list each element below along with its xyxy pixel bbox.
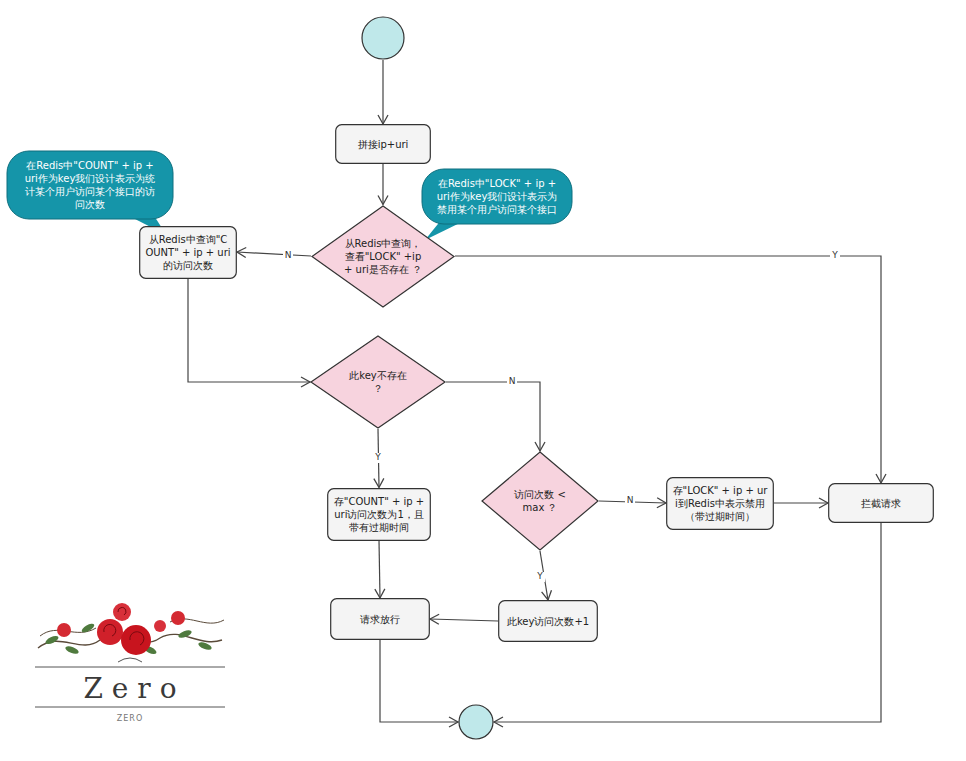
rose <box>121 625 151 655</box>
process-box: 存"COUNT" + ip + uri访问次数为1，且带有过期时间 <box>327 488 431 541</box>
logo-wordmark: Z e r o <box>84 672 177 705</box>
leaf <box>177 629 192 639</box>
divider <box>35 667 225 668</box>
edge-label: Y <box>373 453 383 463</box>
logo-subtitle: ZERO <box>117 714 143 723</box>
node-text: 在Redis中"LOCK" + ip + uri作为key我们设计表示为禁用某个… <box>436 177 558 216</box>
leaf <box>44 634 59 645</box>
edge-label: N <box>625 496 636 506</box>
end-circle <box>458 704 494 740</box>
node-text: 在Redis中"COUNT" + ip + uri作为key我们设计表示为统计某… <box>22 159 158 211</box>
node-text: 此key访问次数+1 <box>503 615 593 628</box>
edge-label: N <box>507 377 518 387</box>
end-circle-outline <box>458 704 494 740</box>
callout-body <box>7 151 173 219</box>
node-text: 请求放行 <box>336 613 424 626</box>
node-text: 拼接ip+uri <box>341 138 425 151</box>
box-outline <box>331 599 430 640</box>
flow-arrow <box>237 252 311 256</box>
decision-diamond: 从Redis中查询，查看"LOCK" +ip + uri是否存在 ？ <box>311 205 455 308</box>
node-text: 此key不存在 ？ <box>347 369 409 395</box>
flow-arrow <box>382 164 383 205</box>
start-circle <box>361 16 405 60</box>
box-outline <box>336 125 431 164</box>
process-box: 拦截请求 <box>828 483 934 523</box>
node-text: 存"COUNT" + ip + uri访问次数为1，且带有过期时间 <box>333 495 425 534</box>
process-box: 此key访问次数+1 <box>498 600 598 642</box>
ornament <box>118 658 142 662</box>
box-outline <box>499 601 598 642</box>
node-text: 拦截请求 <box>836 497 926 510</box>
flow-arrow <box>188 279 310 383</box>
edge-label: Y <box>535 572 545 582</box>
diamond-outline <box>311 336 445 428</box>
process-box: 从Redis中查询"COUNT" + ip + uri 的访问次数 <box>139 226 237 279</box>
leaf <box>197 641 212 651</box>
leaf <box>64 645 79 655</box>
circle-outline <box>362 17 404 59</box>
diamond-outline <box>312 206 454 307</box>
box-outline <box>328 488 431 540</box>
node-text: 存"LOCK" + ip + uri到Redis中表示禁用（带过期时间） <box>672 484 768 523</box>
rose <box>113 603 131 621</box>
flow-arrow <box>380 640 458 722</box>
box-outline <box>140 226 237 278</box>
decision-diamond: 此key不存在 ？ <box>310 335 446 429</box>
box-outline <box>667 477 774 529</box>
process-box: 请求放行 <box>330 598 430 640</box>
flow-arrow <box>494 523 881 722</box>
rose-petals <box>104 608 144 645</box>
divider <box>35 707 225 708</box>
callout-bubble: 在Redis中"LOCK" + ip + uri作为key我们设计表示为禁用某个… <box>422 169 572 224</box>
edge-label: N <box>283 251 294 261</box>
flow-arrow <box>379 541 380 599</box>
flow-arrow <box>455 256 881 483</box>
node-text: 从Redis中查询，查看"LOCK" +ip + uri是否存在 ？ <box>343 237 423 276</box>
flow-arrow <box>774 502 828 503</box>
decision-diamond-outline <box>310 335 446 429</box>
box-outline <box>829 484 934 523</box>
flow-arrow <box>446 382 540 451</box>
flow-arrow <box>382 60 383 124</box>
node-text: 从Redis中查询"COUNT" + ip + uri 的访问次数 <box>145 233 231 272</box>
rose <box>154 620 166 632</box>
callout-body <box>422 169 572 224</box>
process-box: 存"LOCK" + ip + uri到Redis中表示禁用（带过期时间） <box>666 477 774 530</box>
callout-bubble: 在Redis中"COUNT" + ip + uri作为key我们设计表示为统计某… <box>7 151 173 219</box>
node-text: 访问次数 < max ？ <box>509 488 571 514</box>
process-box: 拼接ip+uri <box>335 124 431 164</box>
rose <box>57 623 71 637</box>
flow-arrow <box>430 619 498 621</box>
decision-diamond-outline <box>481 451 599 551</box>
decision-diamond: 访问次数 < max ？ <box>481 451 599 551</box>
diamond-outline <box>482 452 598 550</box>
start-circle-outline <box>361 16 405 60</box>
rose <box>171 611 185 625</box>
rose <box>97 619 123 645</box>
edge-label: Y <box>830 251 840 261</box>
circle-outline <box>459 705 493 739</box>
leaf <box>80 622 95 634</box>
